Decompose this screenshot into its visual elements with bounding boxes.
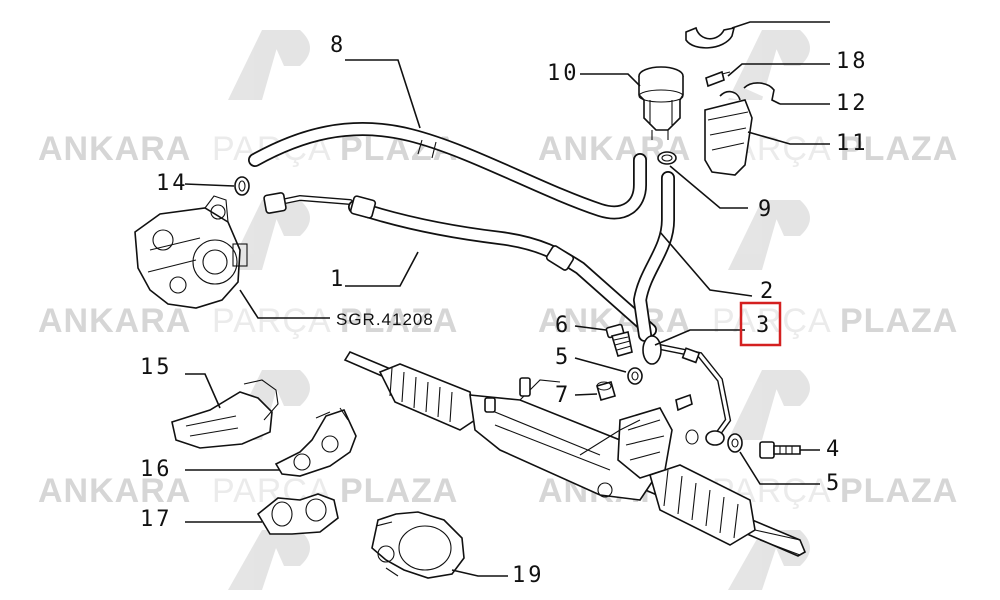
callout-12: 12 — [836, 91, 869, 116]
part-7-plug[interactable] — [596, 381, 616, 401]
callout-5-upper: 5 — [555, 345, 571, 370]
part-15-bracket[interactable] — [171, 379, 279, 449]
callout-9: 9 — [758, 197, 774, 222]
callout-2: 2 — [760, 279, 776, 304]
callout-15: 15 — [140, 355, 173, 380]
part-2-supply-hose[interactable] — [633, 171, 675, 342]
watermark-text-row-2-right: ANKARA PARÇA PLAZA — [538, 302, 958, 340]
callout-18: 18 — [836, 49, 869, 74]
part-4-bolt[interactable] — [759, 441, 801, 459]
part-5-washer-lower[interactable] — [727, 433, 743, 453]
part-11-reservoir-bracket[interactable] — [704, 90, 753, 176]
part-18-bolt[interactable] — [705, 70, 731, 88]
reference-code: SGR.41208 — [336, 310, 434, 329]
part-12-strap[interactable] — [743, 82, 781, 105]
part-16-double-clip[interactable] — [274, 407, 357, 477]
callout-6: 6 — [555, 313, 571, 338]
svg-text:PLAZA: PLAZA — [840, 472, 958, 510]
callout-7: 7 — [555, 383, 571, 408]
svg-text:PLAZA: PLAZA — [340, 472, 458, 510]
watermark-layer: ANKARA PARÇA PLAZA ANKARA PARÇA PLAZA AN… — [38, 30, 958, 590]
part-17-double-clip[interactable] — [256, 493, 339, 535]
power-steering-pump[interactable] — [134, 195, 248, 309]
part-9-hose-clamp[interactable] — [657, 151, 677, 165]
part-5-washer-upper[interactable] — [627, 367, 643, 385]
callout-8: 8 — [330, 33, 346, 58]
callout-11: 11 — [836, 131, 869, 156]
svg-text:ANKARA: ANKARA — [38, 302, 191, 340]
callout-16: 16 — [140, 457, 173, 482]
part-8-return-hose[interactable] — [248, 122, 647, 220]
svg-text:PLAZA: PLAZA — [840, 130, 958, 168]
callout-3: 3 — [756, 313, 772, 338]
callout-5-lower: 5 — [826, 471, 842, 496]
callout-17: 17 — [140, 507, 173, 532]
part-1-pressure-hose[interactable] — [263, 192, 657, 337]
part-19-hose-clamp[interactable] — [371, 511, 465, 579]
callout-14: 14 — [156, 171, 189, 196]
part-3-steel-pipe[interactable] — [642, 335, 732, 446]
svg-text:PARÇA: PARÇA — [712, 302, 832, 340]
callout-1: 1 — [330, 267, 346, 292]
steering-rack-assembly[interactable] — [343, 350, 807, 557]
callout-10: 10 — [547, 61, 580, 86]
svg-text:ANKARA: ANKARA — [38, 472, 191, 510]
highlight-box — [739, 301, 782, 347]
watermark-text-row-3-left: ANKARA PARÇA PLAZA — [38, 472, 458, 510]
callout-4: 4 — [826, 437, 842, 462]
svg-text:PLAZA: PLAZA — [840, 302, 958, 340]
callout-19: 19 — [512, 563, 545, 588]
part-top-bracket[interactable] — [685, 26, 736, 49]
watermark-brand-left: ANKARA — [38, 130, 191, 168]
svg-text:PLAZA: PLAZA — [340, 302, 458, 340]
callout-labels: 8 10 14 1 SGR.41208 18 12 11 9 2 3 6 5 7… — [140, 33, 869, 588]
svg-text:PARÇA: PARÇA — [212, 302, 332, 340]
part-14-clip[interactable] — [234, 176, 250, 196]
part-6-banjo-bolt[interactable] — [605, 323, 633, 357]
part-10-fluid-reservoir[interactable] — [638, 66, 684, 140]
watermark-text-row-2-left: ANKARA PARÇA PLAZA — [38, 302, 458, 340]
leader-lines — [184, 21, 830, 577]
